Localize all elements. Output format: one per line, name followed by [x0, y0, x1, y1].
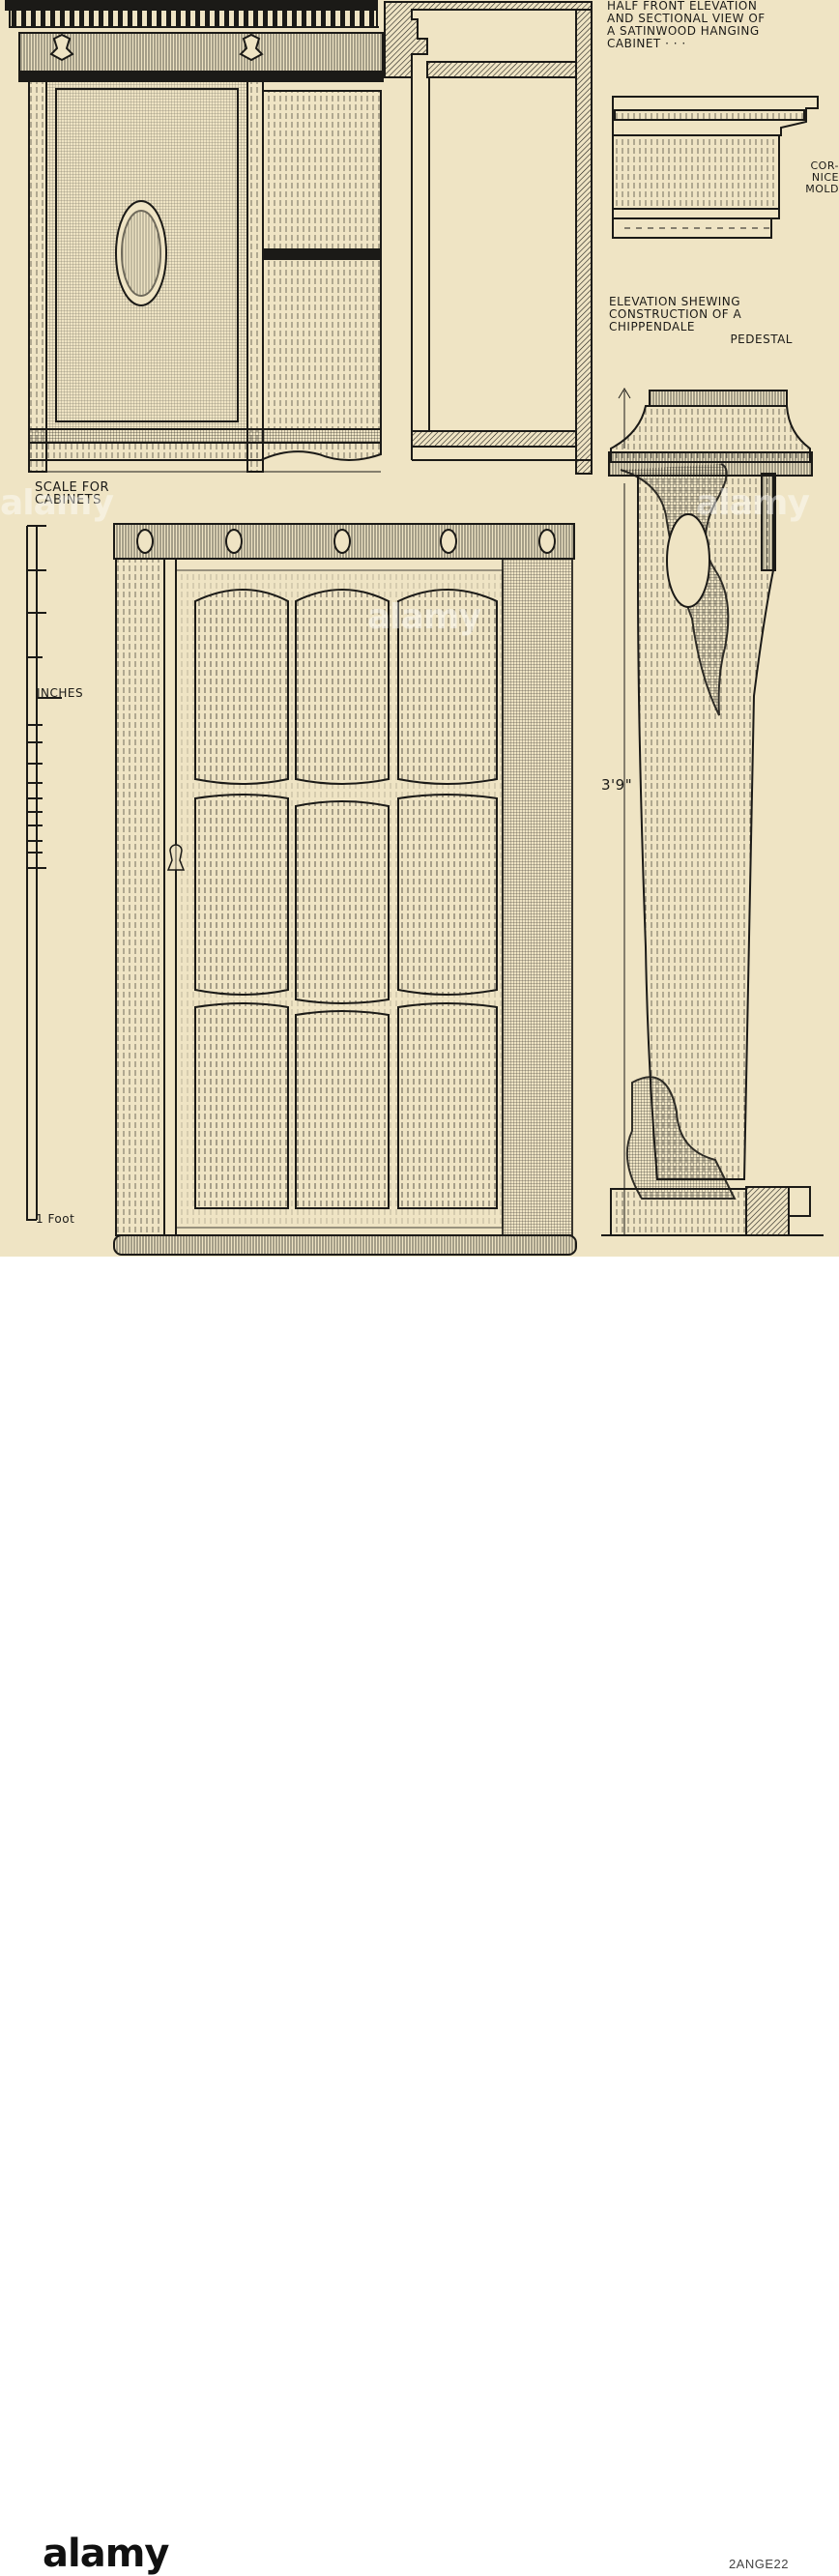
- watermark: alamy: [696, 483, 810, 523]
- caption-line: and sectional view of: [607, 12, 766, 25]
- watermark: alamy: [0, 483, 114, 523]
- satinwood-cabinet-section: [384, 1, 593, 475]
- alamy-logo[interactable]: alamy: [43, 2532, 169, 2576]
- glazed-door-panes: [194, 589, 498, 1209]
- caption-line: Half front elevation: [607, 0, 758, 13]
- satinwood-cabinet-front: [5, 0, 384, 473]
- chippendale-pedestal: [601, 388, 824, 1236]
- watermark: alamy: [367, 597, 481, 637]
- corner-cupboard: [113, 523, 577, 1256]
- caption-line: Cor-: [810, 159, 839, 172]
- pedestal-caption: Elevation shewing construction of a Chip…: [609, 296, 802, 346]
- scale-caption: Scale for cabinets: [35, 481, 141, 507]
- cornice-caption: Cor- nice mold: [781, 160, 839, 195]
- caption-line: nice: [811, 171, 839, 184]
- image-id: 2ANGE22: [728, 2557, 789, 2571]
- caption-line: a satinwood hanging: [607, 24, 760, 38]
- cabinet-caption: Half front elevation and sectional view …: [607, 0, 835, 50]
- engraving-plate: Half front elevation and sectional view …: [0, 0, 839, 1257]
- foot-label: 1 Foot: [36, 1212, 75, 1226]
- stock-footer: alamy 2ANGE22: [0, 1257, 839, 2576]
- caption-line: Chippendale: [609, 320, 695, 333]
- inches-label: INCHES: [37, 686, 84, 700]
- caption-line: construction of a: [609, 307, 742, 321]
- caption-line: pedestal: [730, 333, 793, 346]
- scale-bar: [26, 525, 62, 1221]
- cornice-mold: [612, 96, 819, 239]
- caption-line: Scale for: [35, 480, 110, 495]
- caption-line: Elevation shewing: [609, 295, 741, 308]
- cabinet-drawings: [5, 0, 824, 1256]
- caption-line: cabinet · · ·: [607, 37, 686, 50]
- caption-line: cabinets: [35, 493, 101, 507]
- pedestal-height-label: 3'9": [601, 776, 633, 794]
- caption-line: mold: [805, 183, 839, 195]
